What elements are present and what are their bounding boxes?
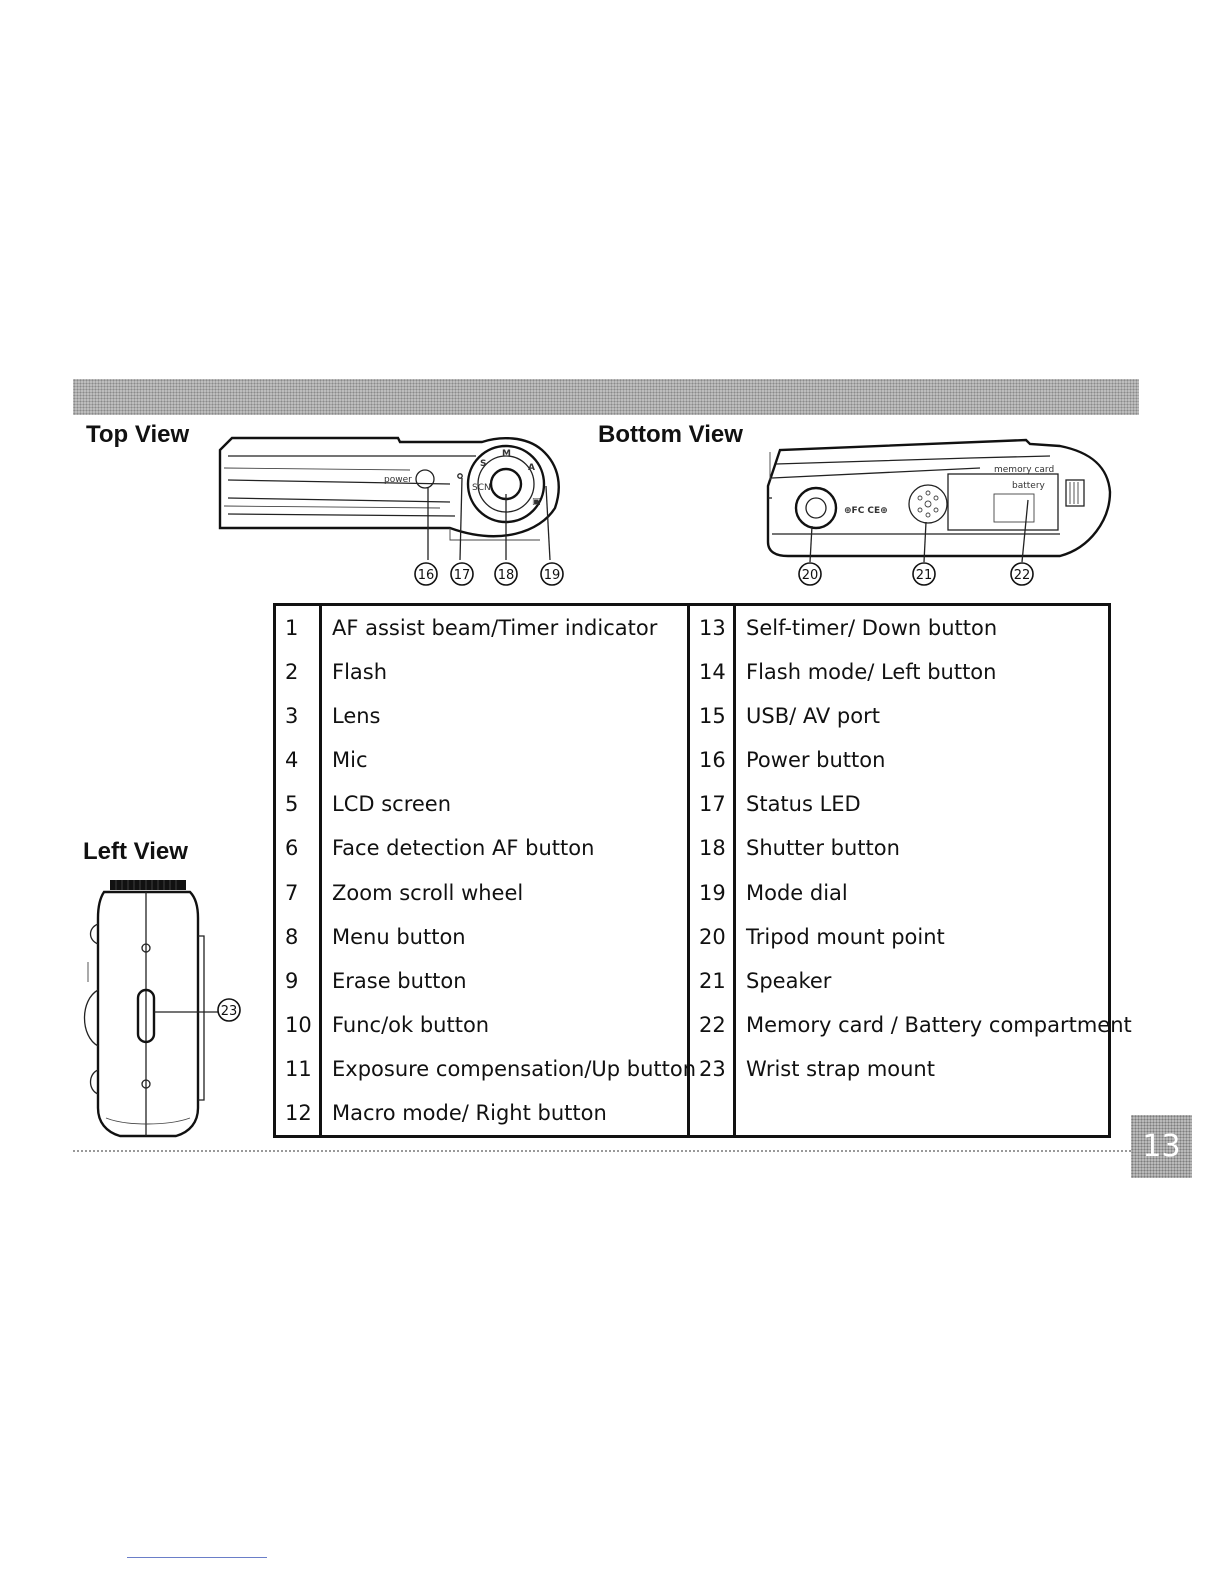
section-header-bar bbox=[73, 379, 1139, 415]
page-number-badge: 13 bbox=[1131, 1115, 1192, 1178]
part-number: 20 bbox=[688, 914, 736, 959]
power-label: power bbox=[384, 475, 412, 485]
left-view-title: Left View bbox=[83, 838, 188, 865]
part-description: Speaker bbox=[746, 968, 832, 993]
mode-dial-mark: A bbox=[528, 463, 535, 473]
compliance-marks: ⊕FC CE⊕ bbox=[844, 506, 888, 516]
bottom-view-diagram: ⊕FC CE⊕ memory card battery 20 21 22 bbox=[760, 430, 1120, 598]
part-number: 7 bbox=[274, 870, 322, 915]
part-description: Flash mode/ Left button bbox=[746, 660, 997, 685]
callout-16: 16 bbox=[418, 568, 435, 583]
top-view-diagram: power M A S SCN ▣ 16 17 18 19 bbox=[210, 428, 580, 596]
part-number: 2 bbox=[274, 650, 322, 695]
part-description bbox=[735, 1091, 1110, 1137]
page-number: 13 bbox=[1142, 1129, 1181, 1164]
part-number: 9 bbox=[274, 958, 322, 1003]
part-number: 19 bbox=[688, 870, 736, 915]
part-description: Zoom scroll wheel bbox=[320, 870, 690, 915]
part-description: Tripod mount point bbox=[746, 924, 945, 949]
part-number: 3 bbox=[274, 694, 322, 739]
part-description: Memory card / Battery compartment bbox=[746, 1012, 1132, 1037]
battery-label: battery bbox=[1012, 481, 1046, 491]
part-number: 5 bbox=[274, 782, 322, 827]
part-number: 4 bbox=[274, 738, 322, 783]
part-description: Status LED bbox=[746, 792, 861, 817]
table-row: 12 Macro mode/ Right button bbox=[274, 1090, 1110, 1137]
part-description: Macro mode/ Right button bbox=[320, 1090, 690, 1137]
part-number: 11 bbox=[274, 1046, 322, 1091]
part-description: Menu button bbox=[320, 914, 690, 959]
bottom-view-title: Bottom View bbox=[598, 421, 743, 448]
footer-link-line bbox=[127, 1557, 267, 1558]
callout-18: 18 bbox=[498, 568, 515, 583]
footer-divider bbox=[73, 1150, 1139, 1152]
mode-dial-mark: S bbox=[480, 459, 486, 469]
part-number: 13 bbox=[688, 604, 736, 651]
mode-dial-mark: M bbox=[502, 449, 511, 459]
part-number: 10 bbox=[274, 1002, 322, 1047]
part-description: Func/ok button bbox=[320, 1002, 690, 1047]
callout-19: 19 bbox=[544, 568, 561, 583]
part-description: Self-timer/ Down button bbox=[746, 616, 998, 641]
part-number: 15 bbox=[688, 694, 736, 739]
top-view-title: Top View bbox=[86, 421, 190, 448]
left-view-diagram: 23 bbox=[76, 878, 246, 1144]
part-description: Erase button bbox=[320, 958, 690, 1003]
part-number: 16 bbox=[688, 738, 736, 783]
part-number: 14 bbox=[688, 650, 736, 695]
callout-20: 20 bbox=[802, 568, 819, 583]
mode-dial-mark: SCN bbox=[472, 483, 491, 493]
part-description: AF assist beam/Timer indicator bbox=[320, 604, 690, 651]
mode-dial-mark: ▣ bbox=[532, 497, 541, 507]
part-description: Mode dial bbox=[746, 880, 848, 905]
part-description: Power button bbox=[746, 748, 886, 773]
callout-21: 21 bbox=[916, 568, 933, 583]
part-number: 18 bbox=[688, 826, 736, 871]
part-description: Shutter button bbox=[746, 836, 900, 861]
part-number: 12 bbox=[274, 1090, 322, 1137]
part-description: Flash bbox=[320, 650, 690, 695]
part-description: USB/ AV port bbox=[746, 704, 880, 729]
part-description: LCD screen bbox=[320, 782, 690, 827]
part-number: 1 bbox=[274, 604, 322, 651]
memory-card-label: memory card bbox=[994, 465, 1054, 475]
callout-23: 23 bbox=[221, 1004, 238, 1019]
part-number: 6 bbox=[274, 826, 322, 871]
part-number: 22 bbox=[688, 1002, 736, 1047]
part-number: 17 bbox=[688, 782, 736, 827]
part-description: Face detection AF button bbox=[320, 826, 690, 871]
part-description: Lens bbox=[320, 694, 690, 739]
part-description: Wrist strap mount bbox=[746, 1056, 935, 1081]
part-number: 23 bbox=[688, 1046, 736, 1091]
part-number bbox=[688, 1090, 736, 1137]
callout-22: 22 bbox=[1014, 568, 1031, 583]
part-number: 8 bbox=[274, 914, 322, 959]
callout-17: 17 bbox=[454, 568, 471, 583]
part-number: 21 bbox=[688, 958, 736, 1003]
part-description: Exposure compensation/Up button bbox=[320, 1046, 696, 1091]
part-description: Mic bbox=[320, 738, 690, 783]
